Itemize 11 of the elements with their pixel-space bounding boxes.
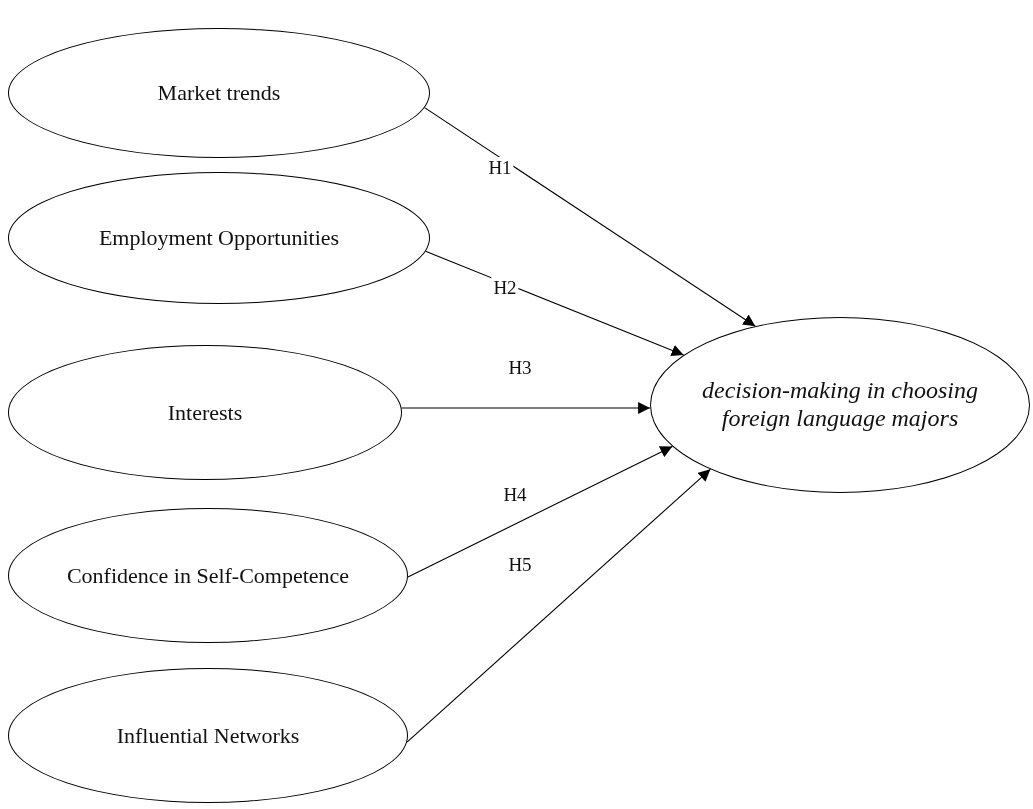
node-label: Confidence in Self-Competence bbox=[66, 562, 350, 589]
node-label: Employment Opportunities bbox=[98, 225, 340, 251]
node-label: Influential Networks bbox=[116, 722, 300, 749]
arrow bbox=[407, 445, 673, 578]
arrow bbox=[401, 402, 651, 414]
arrow bbox=[424, 107, 756, 327]
arrow bbox=[425, 250, 685, 357]
node-label: Interests bbox=[167, 399, 243, 426]
arrow bbox=[406, 468, 711, 743]
node-label: decision-making in choosing foreign language majors bbox=[701, 377, 979, 433]
node-label: Market trends bbox=[157, 80, 281, 106]
